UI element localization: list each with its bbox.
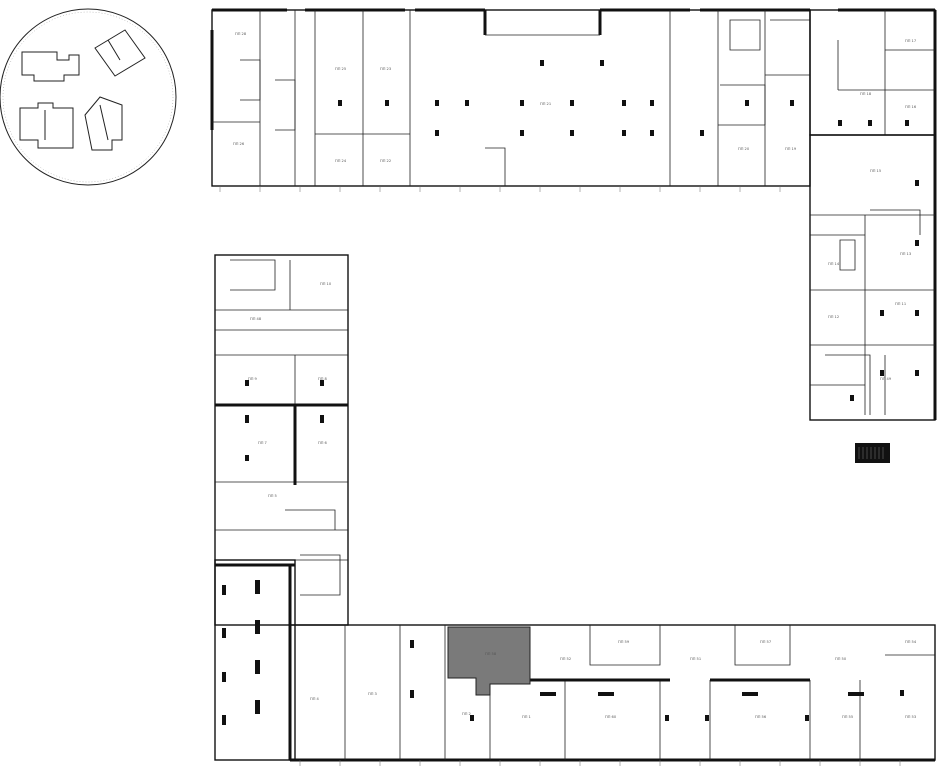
right-wing (809, 134, 937, 421)
room-label: ПП 23 (380, 67, 391, 71)
room-label: ПП 1 (522, 715, 531, 719)
room-label: ПП 48 (250, 317, 262, 321)
room-label: ПП 51 (690, 657, 701, 661)
room-labels: ПП 28 ПП 26 ПП 25 ПП 24 ПП 23 ПП 22 ПП 2… (233, 32, 917, 719)
room-label: ПП 8 (318, 377, 328, 381)
room-label: ПП 4 (310, 697, 320, 701)
room-label: ПП 49 (880, 377, 892, 381)
room-label: ПП 13 (900, 252, 911, 256)
room-label: ПП 11 (895, 302, 906, 306)
room-label: ПП 55 (842, 715, 853, 719)
room-label: ПП 3 (368, 692, 377, 696)
room-label: ПП 9 (248, 377, 258, 381)
room-label: ПП 57 (760, 640, 771, 644)
room-label: ПП 14 (828, 262, 840, 266)
bottom-left-block (214, 559, 296, 761)
room-label: ПП 53 (905, 715, 916, 719)
top-wing (210, 8, 839, 192)
room-label: ПП 6 (318, 441, 328, 445)
room-label: ПП 26 (233, 142, 245, 146)
room-label: ПП 54 (905, 640, 917, 644)
room-label: ПП 19 (785, 147, 797, 151)
room-label: ПП 18 (860, 92, 872, 96)
left-wing (214, 254, 349, 626)
room-label: ПП 60 (605, 715, 617, 719)
room-label: ПП 52 (560, 657, 571, 661)
room-label: ПП 50 (835, 657, 847, 661)
room-label: ПП 24 (335, 159, 347, 163)
top-right-wing (809, 8, 937, 136)
room-label: ПП 10 (320, 282, 332, 286)
room-label: ПП 15 (870, 169, 881, 173)
room-label: ПП 7 (258, 441, 267, 445)
room-label: ПП 21 (540, 102, 551, 106)
room-label: ПП 16 (905, 105, 917, 109)
room-label: ПП 59 (618, 640, 630, 644)
room-label: ПП 56 (755, 715, 767, 719)
site-keyplan-icon (0, 8, 177, 186)
room-label: ПП 25 (335, 67, 346, 71)
north-bar-icon (855, 443, 890, 463)
bottom-wing (289, 624, 936, 766)
room-label: ПП 20 (738, 147, 750, 151)
room-label: ПП 22 (380, 159, 391, 163)
room-label: ПП 28 (235, 32, 247, 36)
room-label: ПП 12 (828, 315, 839, 319)
highlighted-unit-label: ПП 58 (485, 652, 497, 656)
room-label: ПП 2 (462, 712, 471, 716)
room-label: ПП 5 (268, 494, 277, 498)
room-label: ПП 17 (905, 39, 916, 43)
highlighted-unit[interactable] (447, 626, 531, 696)
